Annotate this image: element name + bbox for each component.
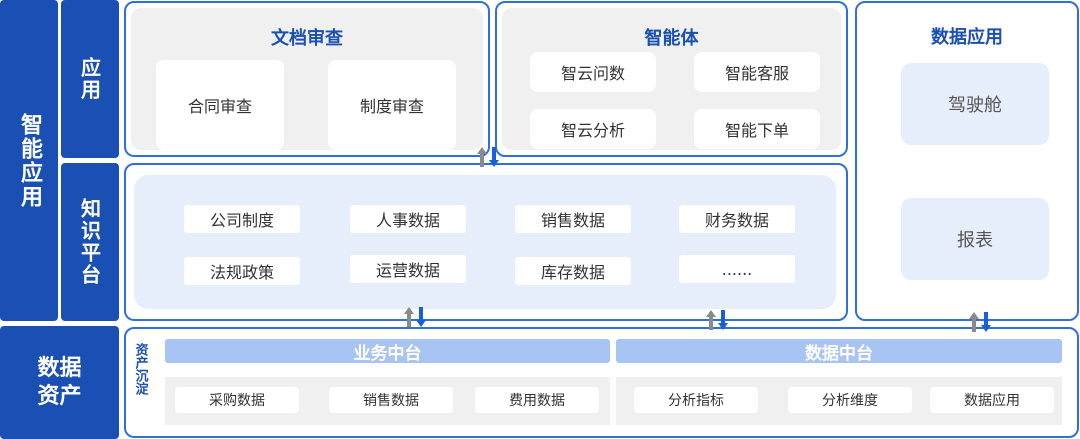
data-assets-band: 数据资产 (0, 326, 119, 439)
arrow-up-icon (477, 147, 487, 167)
policy-review-button[interactable]: 制度审查 (328, 60, 456, 150)
knowledge-item-more[interactable]: ...... (679, 255, 795, 283)
data-assets-label: 数据资产 (37, 355, 82, 409)
arrow-down-icon (416, 307, 426, 327)
agent-item-analysis[interactable]: 智云分析 (530, 109, 656, 149)
arrow-up-icon (706, 310, 716, 330)
knowledge-item-finance-data[interactable]: 财务数据 (679, 205, 795, 233)
knowledge-card: 公司制度 人事数据 销售数据 财务数据 法规政策 运营数据 库存数据 .....… (134, 175, 836, 309)
smart-app-band: 智能应用 (0, 0, 58, 321)
arrow-down-icon (489, 147, 499, 167)
business-item-expenses[interactable]: 费用数据 (475, 387, 599, 413)
knowledge-item-inventory-data[interactable]: 库存数据 (515, 257, 631, 285)
knowledge-item-sales-data[interactable]: 销售数据 (515, 205, 631, 233)
business-item-sales[interactable]: 销售数据 (329, 387, 453, 413)
data-center-bar: 数据中台 (616, 339, 1062, 364)
arrow-up-icon (969, 312, 979, 332)
app-band: 应用 (61, 0, 119, 158)
knowledge-platform-label: 知识平台 (77, 198, 102, 286)
asset-settlement-label: 资产沉淀 (132, 343, 148, 399)
flow-arrows-app-knowledge (477, 147, 499, 167)
knowledge-item-regulations[interactable]: 法规政策 (184, 257, 300, 285)
data-app-panel: 数据应用 驾驶舱 报表 (855, 1, 1079, 321)
doc-review-panel: 文档审查 合同审查 制度审查 (124, 1, 490, 157)
agent-panel: 智能体 智云问数 智能客服 智云分析 智能下单 (495, 1, 848, 157)
arrow-down-icon (718, 310, 728, 330)
data-item-metrics[interactable]: 分析指标 (634, 387, 758, 413)
doc-review-card: 文档审查 合同审查 制度审查 (131, 8, 483, 150)
business-items-area: 采购数据 销售数据 费用数据 (165, 377, 610, 425)
contract-review-button[interactable]: 合同审查 (156, 60, 284, 150)
data-app-title: 数据应用 (931, 27, 1003, 48)
knowledge-panel: 公司制度 人事数据 销售数据 财务数据 法规政策 运营数据 库存数据 .....… (124, 163, 848, 321)
data-assets-panel: 资产沉淀 业务中台 数据中台 采购数据 销售数据 费用数据 分析指标 分析维度 … (124, 327, 1079, 438)
agent-title: 智能体 (644, 28, 699, 49)
arrow-up-icon (404, 307, 414, 327)
data-items-area: 分析指标 分析维度 数据应用 (616, 377, 1062, 425)
agent-item-ask-data[interactable]: 智云问数 (530, 52, 656, 92)
data-item-applications[interactable]: 数据应用 (930, 387, 1054, 413)
cockpit-button[interactable]: 驾驶舱 (901, 63, 1049, 145)
business-center-bar: 业务中台 (165, 339, 610, 364)
report-button[interactable]: 报表 (901, 198, 1049, 280)
flow-arrows-dataapp-assets (969, 312, 991, 332)
flow-arrows-knowledge-assets-1 (404, 307, 426, 327)
data-item-dimensions[interactable]: 分析维度 (788, 387, 912, 413)
knowledge-item-hr-data[interactable]: 人事数据 (350, 205, 466, 233)
smart-app-label: 智能应用 (17, 112, 42, 209)
business-item-procurement[interactable]: 采购数据 (175, 387, 299, 413)
knowledge-item-operations-data[interactable]: 运营数据 (350, 255, 466, 283)
agent-item-customer-service[interactable]: 智能客服 (694, 52, 820, 92)
knowledge-platform-band: 知识平台 (61, 163, 119, 321)
agent-item-order[interactable]: 智能下单 (694, 109, 820, 149)
doc-review-title: 文档审查 (271, 28, 343, 49)
flow-arrows-knowledge-assets-2 (706, 310, 728, 330)
agent-card: 智能体 智云问数 智能客服 智云分析 智能下单 (502, 8, 841, 150)
knowledge-item-company-policy[interactable]: 公司制度 (184, 205, 300, 233)
asset-settlement-text: 资产沉淀 (132, 343, 148, 395)
arrow-down-icon (981, 312, 991, 332)
app-label: 应用 (77, 57, 102, 101)
